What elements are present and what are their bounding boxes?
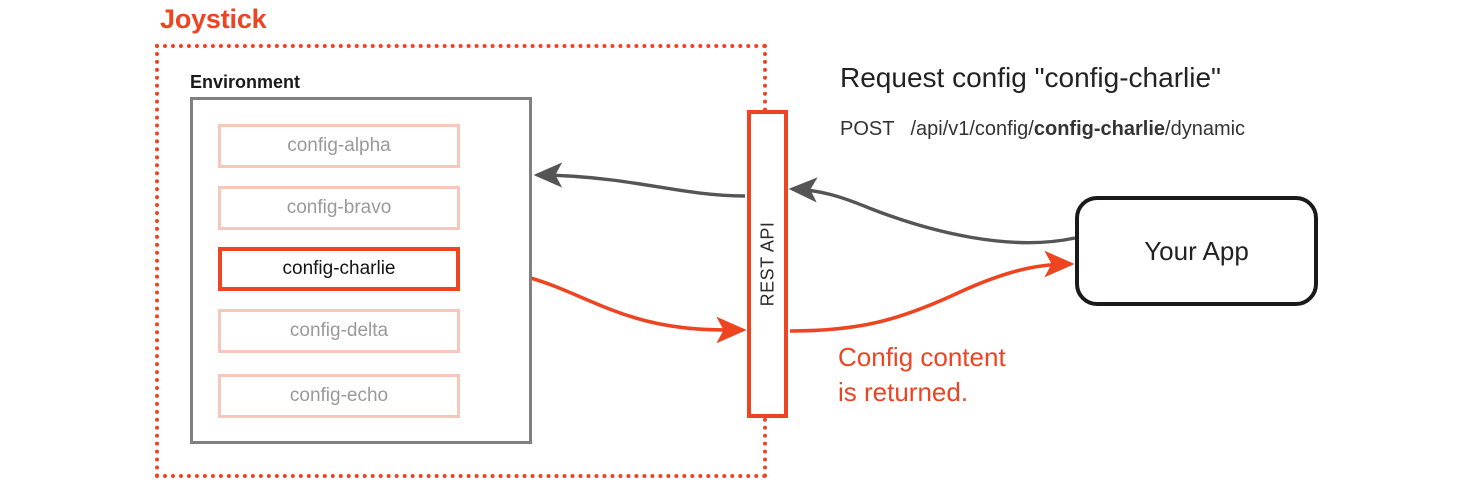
- config-item-echo[interactable]: config-echo: [218, 374, 460, 418]
- rest-api-label: REST API: [757, 221, 777, 307]
- config-item-bravo[interactable]: config-bravo: [218, 186, 460, 230]
- config-item-alpha[interactable]: config-alpha: [218, 124, 460, 168]
- request-path-prefix: /api/v1/config/: [910, 118, 1034, 140]
- config-item-label: config-bravo: [286, 197, 392, 218]
- request-path-emphasis: config-charlie: [1033, 118, 1166, 140]
- response-caption-line2: is returned.: [838, 377, 969, 408]
- joystick-title: Joystick: [160, 4, 267, 34]
- environment-title: Environment: [190, 72, 301, 92]
- arrow-app-to-rest-api: [788, 177, 1076, 245]
- config-item-charlie[interactable]: config-charlie: [218, 247, 460, 291]
- arrow-rest-api-to-app: [789, 250, 1075, 333]
- config-item-label: config-charlie: [282, 258, 396, 279]
- request-path-suffix: /dynamic: [1165, 118, 1246, 140]
- config-item-label: config-alpha: [287, 135, 391, 156]
- config-item-label: config-echo: [289, 385, 389, 406]
- request-endpoint: POST/api/v1/config/config-charlie/dynami…: [840, 118, 1245, 141]
- response-caption-line1: Config content: [838, 342, 1006, 372]
- your-app-box: Your App: [1075, 196, 1318, 306]
- response-caption: Config content is returned.: [838, 340, 1006, 410]
- rest-api-bar: REST API: [747, 110, 788, 418]
- request-method: POST: [840, 118, 895, 140]
- your-app-label: Your App: [1144, 235, 1249, 266]
- config-item-label: config-delta: [289, 320, 389, 341]
- config-item-delta[interactable]: config-delta: [218, 309, 460, 353]
- request-heading: Request config "config-charlie": [840, 62, 1221, 93]
